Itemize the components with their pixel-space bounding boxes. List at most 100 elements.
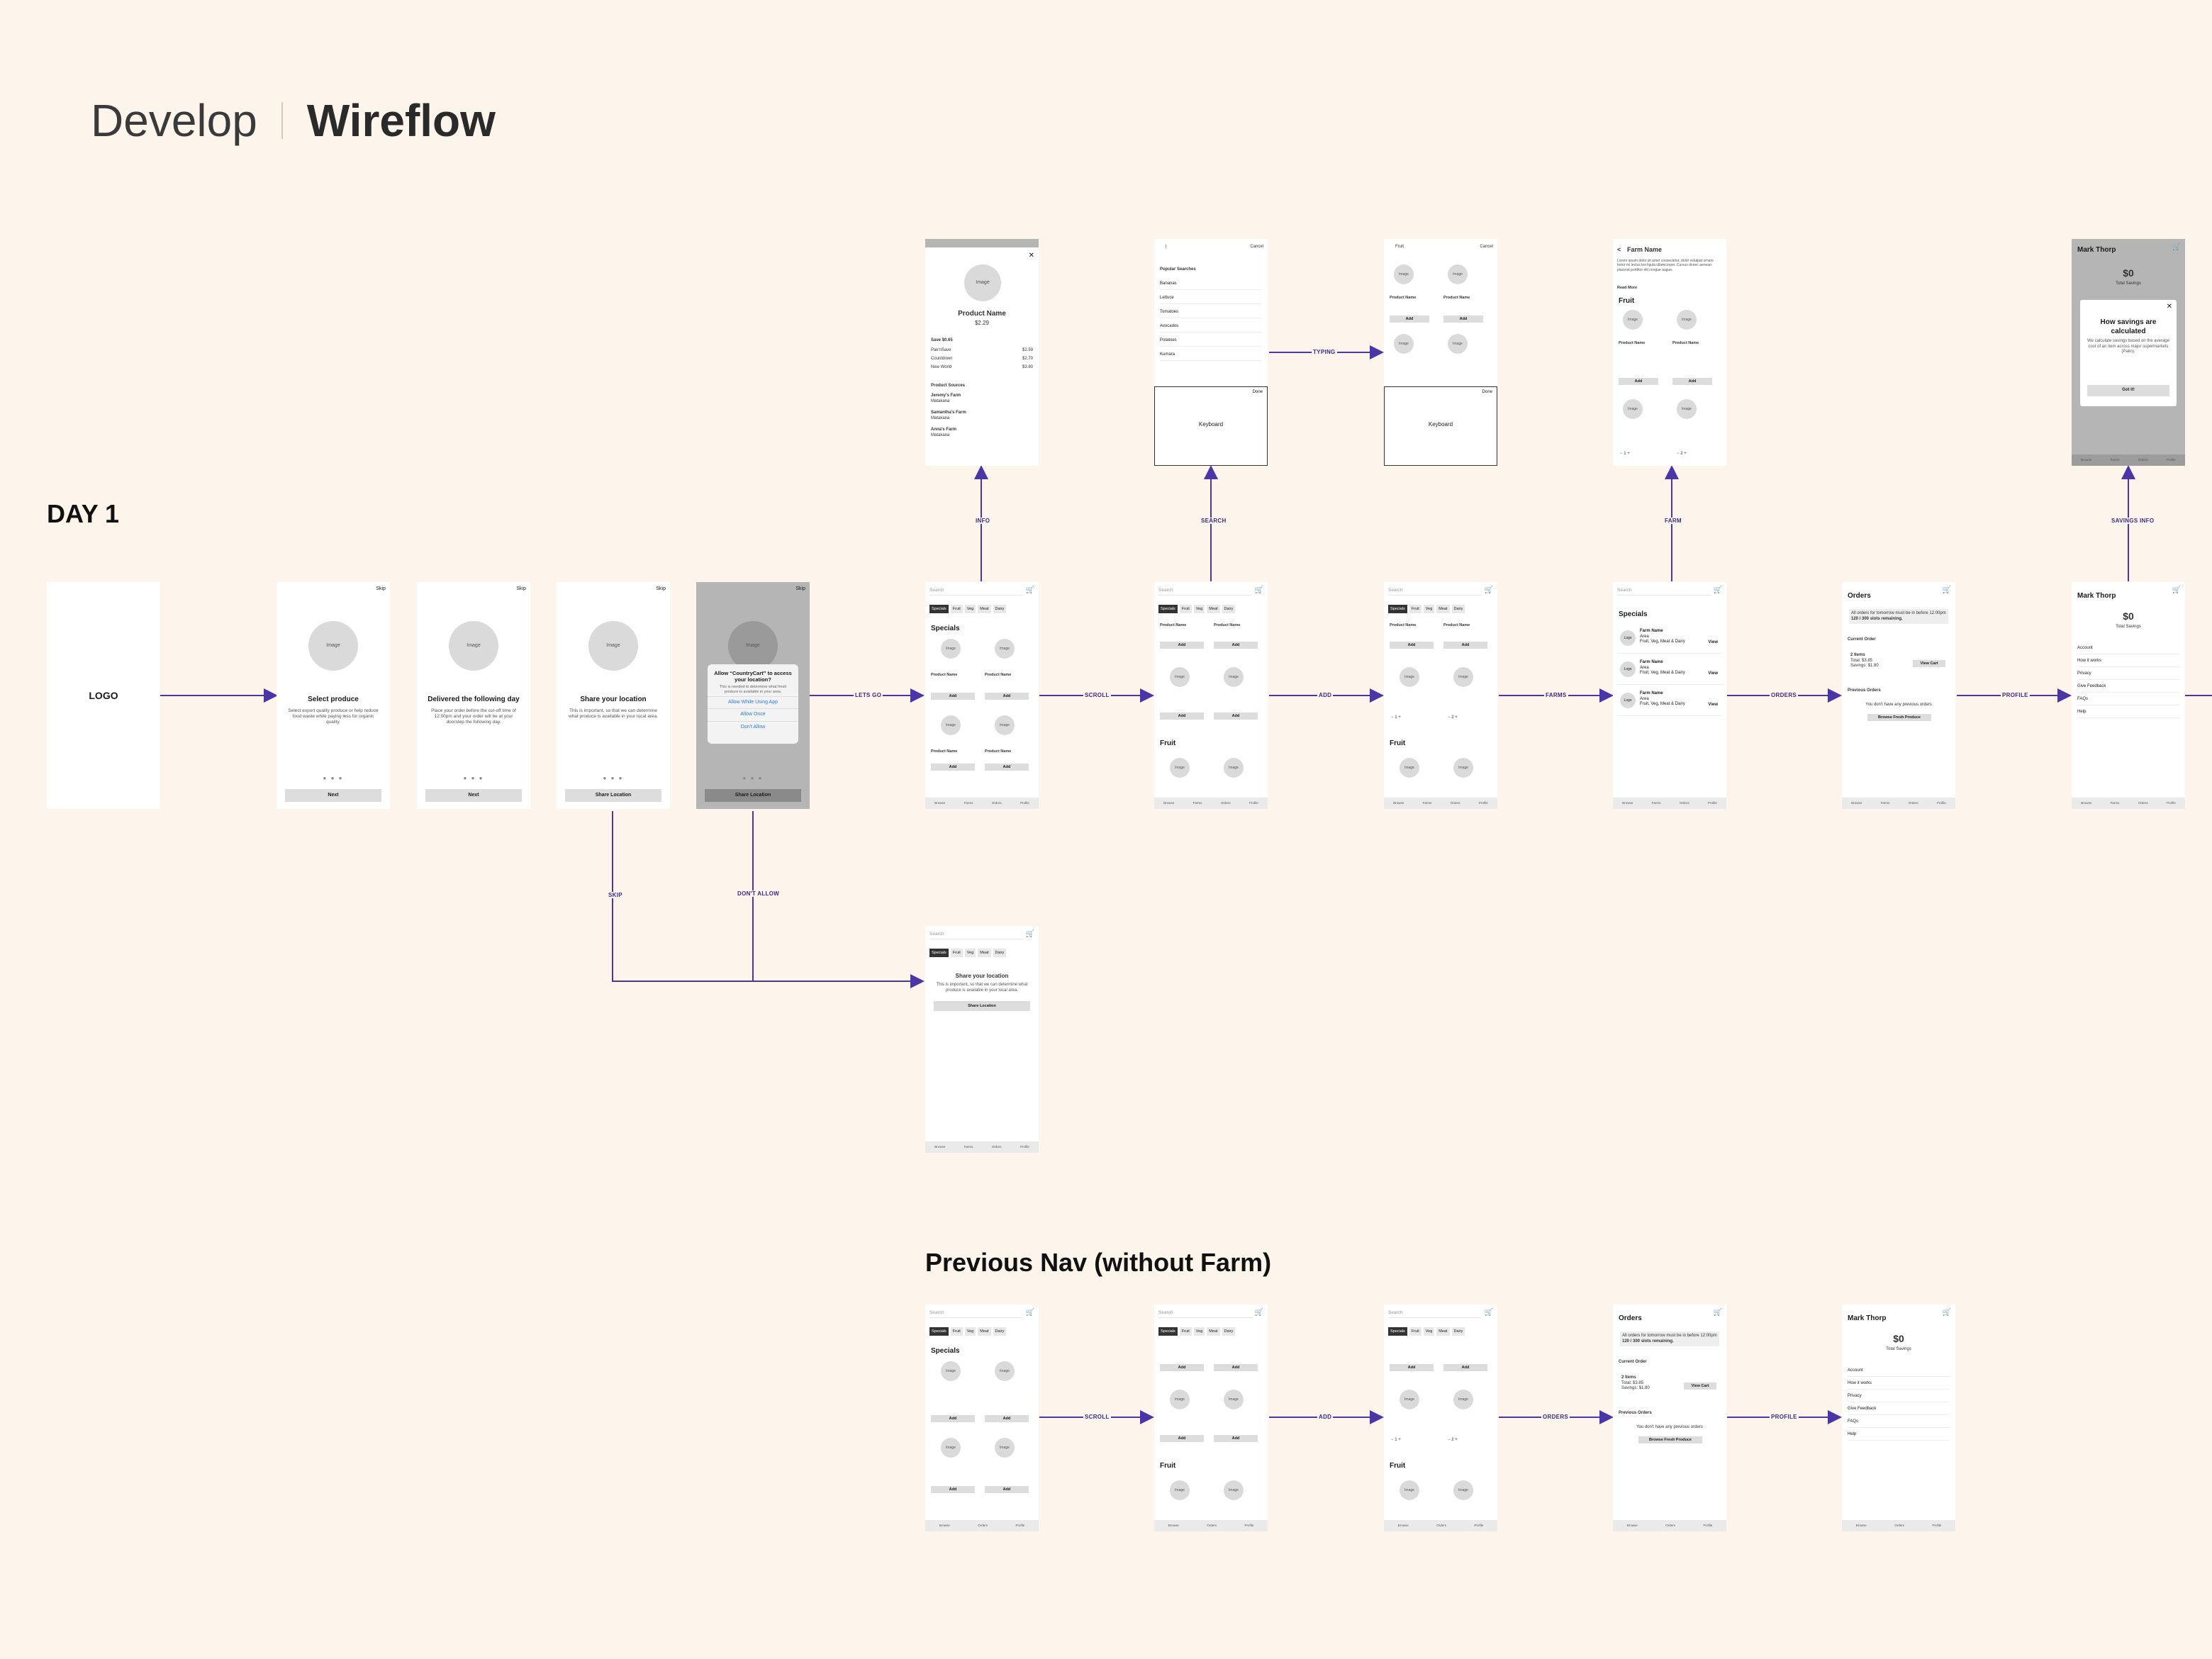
nav-orders[interactable]: Orders [1450, 801, 1460, 805]
add-button[interactable]: Add [1443, 642, 1487, 649]
tab-specials[interactable]: Specials [929, 1327, 949, 1336]
close-icon[interactable]: ✕ [1028, 252, 1034, 259]
nav-orders[interactable]: Orders [978, 1524, 988, 1528]
add-button[interactable]: Add [1160, 642, 1204, 649]
add-button[interactable]: Add [1160, 1435, 1204, 1442]
skip-link[interactable]: Skip [795, 586, 805, 591]
product-image[interactable]: Image [1170, 667, 1190, 687]
product-image[interactable]: Image [1453, 1390, 1473, 1409]
add-button[interactable]: Add [1672, 378, 1712, 385]
nav-farms[interactable]: Farms [963, 801, 973, 805]
tab-dairy[interactable]: Dairy [993, 1327, 1007, 1336]
product-image[interactable]: Image [1677, 310, 1697, 330]
add-button[interactable]: Add [985, 1415, 1029, 1422]
tab-fruit[interactable]: Fruit [950, 949, 963, 957]
nav-profile[interactable]: Profile [2167, 801, 2176, 805]
add-button[interactable]: Add [1619, 378, 1658, 385]
tab-meat[interactable]: Meat [1436, 1327, 1450, 1336]
nav-farms[interactable]: Farms [1422, 801, 1432, 805]
nav-farms[interactable]: Farms [1880, 801, 1890, 805]
share-location-button[interactable]: Share Location [934, 1001, 1030, 1011]
nav-orders[interactable]: Orders [1220, 801, 1231, 805]
plus-button[interactable]: + [1455, 1438, 1458, 1442]
cart-icon[interactable]: 🛒 [1025, 1308, 1035, 1317]
share-location-button[interactable]: Share Location [705, 789, 801, 802]
tab-meat[interactable]: Meat [1436, 605, 1450, 613]
tab-specials[interactable]: Specials [1158, 605, 1178, 613]
cart-icon[interactable]: 🛒 [2172, 586, 2182, 594]
add-button[interactable]: Add [985, 1486, 1029, 1493]
product-image[interactable]: Image [1453, 667, 1473, 687]
tab-fruit[interactable]: Fruit [950, 605, 963, 613]
menu-privacy[interactable]: Privacy [1848, 1394, 1950, 1402]
nav-browse[interactable]: Browse [2081, 801, 2092, 805]
minus-button[interactable]: − [1620, 452, 1623, 456]
add-button[interactable]: Add [1214, 1364, 1258, 1371]
tab-dairy[interactable]: Dairy [1222, 605, 1236, 613]
menu-help[interactable]: Help [1848, 1432, 1950, 1441]
quantity-stepper[interactable]: − 1 + [1391, 1438, 1401, 1443]
read-more-link[interactable]: Read More [1617, 286, 1638, 290]
tab-specials[interactable]: Specials [929, 949, 949, 957]
product-image[interactable]: Image [1448, 264, 1468, 284]
product-image[interactable]: Image [1224, 1390, 1244, 1409]
menu-account[interactable]: Account [2077, 646, 2179, 654]
product-image[interactable]: Image [1394, 264, 1414, 284]
add-button[interactable]: Add [931, 693, 975, 700]
skip-link[interactable]: Skip [376, 586, 386, 591]
nav-farms[interactable]: Farms [1651, 801, 1661, 805]
menu-faqs[interactable]: FAQs [2077, 697, 2179, 705]
tab-fruit[interactable]: Fruit [1409, 1327, 1421, 1336]
search-input[interactable]: Search [929, 586, 1023, 596]
done-button[interactable]: Done [1482, 390, 1492, 394]
product-image[interactable]: Image [1400, 667, 1419, 687]
cart-icon[interactable]: 🛒 [1484, 586, 1494, 594]
tab-meat[interactable]: Meat [1207, 1327, 1220, 1336]
nav-browse[interactable]: Browse [1622, 801, 1633, 805]
tab-dairy[interactable]: Dairy [993, 949, 1007, 957]
view-cart-button[interactable]: View Cart [1913, 660, 1945, 667]
back-icon[interactable]: < [1617, 246, 1621, 253]
view-link[interactable]: View [1708, 671, 1718, 676]
quantity-stepper[interactable]: − 1 + [1391, 715, 1401, 721]
nav-profile[interactable]: Profile [1244, 1524, 1254, 1528]
menu-faqs[interactable]: FAQs [1848, 1419, 1950, 1428]
nav-profile[interactable]: Profile [2167, 458, 2176, 462]
dont-allow-button[interactable]: Don't Allow [708, 721, 798, 734]
skip-link[interactable]: Skip [656, 586, 666, 591]
nav-orders[interactable]: Orders [1665, 1524, 1675, 1528]
search-suggestion[interactable]: Bananas [1160, 281, 1262, 290]
tab-veg[interactable]: Veg [964, 1327, 976, 1336]
add-button[interactable]: Add [1214, 1435, 1258, 1442]
nav-orders[interactable]: Orders [1207, 1524, 1217, 1528]
add-button[interactable]: Add [1214, 642, 1258, 649]
menu-account[interactable]: Account [1848, 1368, 1950, 1377]
quantity-stepper[interactable]: − 1 + [1620, 452, 1630, 457]
product-image[interactable]: Image [1400, 758, 1419, 778]
add-button[interactable]: Add [985, 764, 1029, 771]
nav-browse[interactable]: Browse [1851, 801, 1862, 805]
browse-fresh-produce-button[interactable]: Browse Fresh Produce [1867, 714, 1931, 721]
tab-specials[interactable]: Specials [1388, 605, 1407, 613]
product-image[interactable]: Image [1170, 758, 1190, 778]
tab-veg[interactable]: Veg [1423, 1327, 1435, 1336]
done-button[interactable]: Done [1252, 390, 1263, 394]
nav-browse[interactable]: Browse [1855, 1524, 1867, 1528]
search-suggestion[interactable]: Kumara [1160, 352, 1262, 361]
cart-icon[interactable]: 🛒 [1025, 929, 1035, 938]
add-button[interactable]: Add [1390, 315, 1429, 323]
nav-browse[interactable]: Browse [1397, 1524, 1409, 1528]
nav-browse[interactable]: Browse [1393, 801, 1404, 805]
cart-icon[interactable]: 🛒 [1942, 586, 1952, 594]
minus-button[interactable]: − [1448, 1438, 1451, 1442]
skip-link[interactable]: Skip [516, 586, 526, 591]
menu-give-feedback[interactable]: Give Feedback [1848, 1407, 1950, 1415]
quantity-stepper[interactable]: − 2 + [1448, 1438, 1458, 1443]
menu-give-feedback[interactable]: Give Feedback [2077, 684, 2179, 693]
tab-veg[interactable]: Veg [1423, 605, 1435, 613]
add-button[interactable]: Add [931, 1415, 975, 1422]
product-image[interactable]: Image [1453, 758, 1473, 778]
next-button[interactable]: Next [425, 789, 522, 802]
cart-icon[interactable]: 🛒 [1942, 1308, 1952, 1317]
